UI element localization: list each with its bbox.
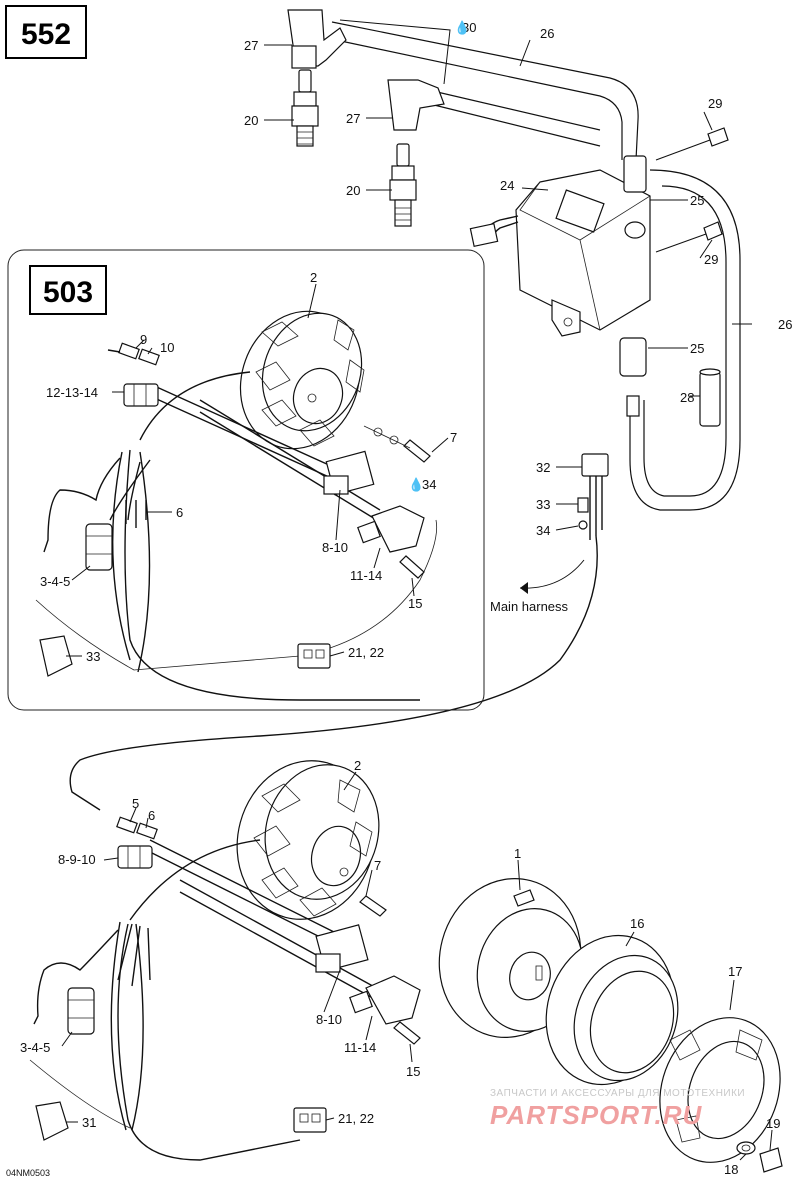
callout-20-upper: 20 xyxy=(244,113,258,128)
callout-21-22: 21, 22 xyxy=(338,1111,374,1126)
callout-29-upper: 29 xyxy=(708,96,722,111)
callout-1: 1 xyxy=(514,846,521,861)
inset-callout-12-13-14: 12-13-14 xyxy=(46,385,98,400)
drawing-code: 04NM0503 xyxy=(6,1168,50,1178)
callout-34-harness: 34 xyxy=(536,523,550,538)
inset-callout-6: 6 xyxy=(176,505,183,520)
main-harness-connector[interactable] xyxy=(69,453,609,811)
callout-25-upper: 25 xyxy=(690,193,704,208)
inset-503-frame: 503 xyxy=(7,249,485,711)
connector-6[interactable] xyxy=(136,822,158,840)
inset-terminals-6[interactable] xyxy=(125,500,147,528)
inset-connector-12-13-14[interactable] xyxy=(123,383,159,407)
inset-connector-10[interactable] xyxy=(138,348,160,366)
screw-19[interactable] xyxy=(759,1147,783,1173)
main-harness-label: Main harness xyxy=(490,599,569,614)
connector-8-9-10[interactable] xyxy=(117,845,153,869)
inset-number: 503 xyxy=(43,276,93,309)
inset-callout-34: 34 xyxy=(422,477,436,492)
inset-callout-11-14: 11-14 xyxy=(350,568,382,583)
callout-16: 16 xyxy=(630,916,644,931)
inset-screw-7[interactable] xyxy=(363,425,431,463)
callout-6: 6 xyxy=(148,808,155,823)
inset-pickup-coil-8-10[interactable] xyxy=(323,450,375,496)
screw-29-upper[interactable] xyxy=(655,127,729,161)
spark-plug-20-upper[interactable] xyxy=(291,69,319,147)
callout-27-lower: 27 xyxy=(346,111,360,126)
drop-icon-30: 💧 xyxy=(454,20,470,35)
screw-15[interactable] xyxy=(393,1021,421,1045)
connector-5[interactable] xyxy=(116,816,138,834)
inset-connector-33[interactable] xyxy=(39,635,73,677)
spark-plug-cap-27-lower[interactable] xyxy=(387,79,445,131)
screw-29-lower[interactable] xyxy=(655,221,723,253)
sleeve-28[interactable] xyxy=(699,368,721,427)
callout-26-right: 26 xyxy=(778,317,792,332)
callout-11-14: 11-14 xyxy=(344,1040,376,1055)
callout-30: 30 xyxy=(462,20,476,35)
bracket-11-14[interactable] xyxy=(349,975,421,1025)
inset-callout-33: 33 xyxy=(86,649,100,664)
callout-5: 5 xyxy=(132,796,139,811)
callout-labels: 30 💧 26 27 20 27 20 29 24 25 29 26 25 28… xyxy=(20,20,792,1177)
watermark-line2: PARTSPORT.RU xyxy=(490,1100,703,1130)
inset-callout-3-4-5: 3-4-5 xyxy=(40,574,70,589)
drop-icon-34: 💧 xyxy=(408,477,424,492)
page-number-box: 552 xyxy=(5,5,87,59)
callout-26-top: 26 xyxy=(540,26,554,41)
stator-2[interactable] xyxy=(220,745,394,935)
callout-3-4-5: 3-4-5 xyxy=(20,1040,50,1055)
inset-screw-15[interactable] xyxy=(399,555,425,579)
ignition-coil-24[interactable] xyxy=(469,169,651,337)
inset-connector-3-4-5[interactable] xyxy=(85,523,113,571)
callout-31: 31 xyxy=(82,1115,96,1130)
inset-bracket-11-14[interactable] xyxy=(357,505,425,553)
washer-18[interactable] xyxy=(736,1141,756,1155)
callout-32: 32 xyxy=(536,460,550,475)
spark-plug-20-lower[interactable] xyxy=(389,143,417,227)
ignition-hose-assembly xyxy=(331,21,741,511)
callout-8-10: 8-10 xyxy=(316,1012,342,1027)
callout-19: 19 xyxy=(766,1116,780,1131)
inset-callout-7: 7 xyxy=(450,430,457,445)
callout-24: 24 xyxy=(500,178,514,193)
connector-31[interactable] xyxy=(35,1101,69,1141)
inset-connector-21-22[interactable] xyxy=(297,643,331,669)
callout-18: 18 xyxy=(724,1162,738,1177)
spark-plug-cap-27-upper[interactable] xyxy=(287,9,347,69)
inset-callout-10: 10 xyxy=(160,340,174,355)
inset-callout-15: 15 xyxy=(408,596,422,611)
trigger-ring-16[interactable] xyxy=(526,917,695,1102)
callout-7: 7 xyxy=(374,858,381,873)
inset-callout-21-22: 21, 22 xyxy=(348,645,384,660)
connector-21-22[interactable] xyxy=(293,1107,327,1133)
callout-27-upper: 27 xyxy=(244,38,258,53)
callout-20-lower: 20 xyxy=(346,183,360,198)
callout-15: 15 xyxy=(406,1064,420,1079)
watermark: ЗАПЧАСТИ И АКСЕССУАРЫ ДЛЯ МОТОТЕХНИКИ PA… xyxy=(490,1088,745,1130)
callout-8-9-10: 8-9-10 xyxy=(58,852,96,867)
callout-33-harness: 33 xyxy=(536,497,550,512)
connector-3-4-5[interactable] xyxy=(67,987,95,1035)
starter-cup-17[interactable] xyxy=(640,1001,800,1180)
inset-stator-2[interactable] xyxy=(222,294,379,465)
leader-lines xyxy=(61,19,773,1161)
page-number: 552 xyxy=(21,18,71,51)
inset-callout-2: 2 xyxy=(310,270,317,285)
screw-7[interactable] xyxy=(359,895,387,917)
pickup-coil-8-10[interactable] xyxy=(315,924,369,973)
inset-callout-8-10: 8-10 xyxy=(322,540,348,555)
callout-2: 2 xyxy=(354,758,361,773)
callout-25-lower: 25 xyxy=(690,341,704,356)
callout-28: 28 xyxy=(680,390,694,405)
callout-29-lower: 29 xyxy=(704,252,718,267)
coil-boot-25-lower[interactable] xyxy=(619,337,647,417)
coil-boot-25-upper[interactable] xyxy=(623,155,647,239)
inset-connector-9[interactable] xyxy=(107,342,140,360)
bottom-wiring xyxy=(29,839,381,1161)
watermark-line1: ЗАПЧАСТИ И АКСЕССУАРЫ ДЛЯ МОТОТЕХНИКИ xyxy=(490,1088,745,1099)
inset-callout-9: 9 xyxy=(140,332,147,347)
callout-17: 17 xyxy=(728,964,742,979)
